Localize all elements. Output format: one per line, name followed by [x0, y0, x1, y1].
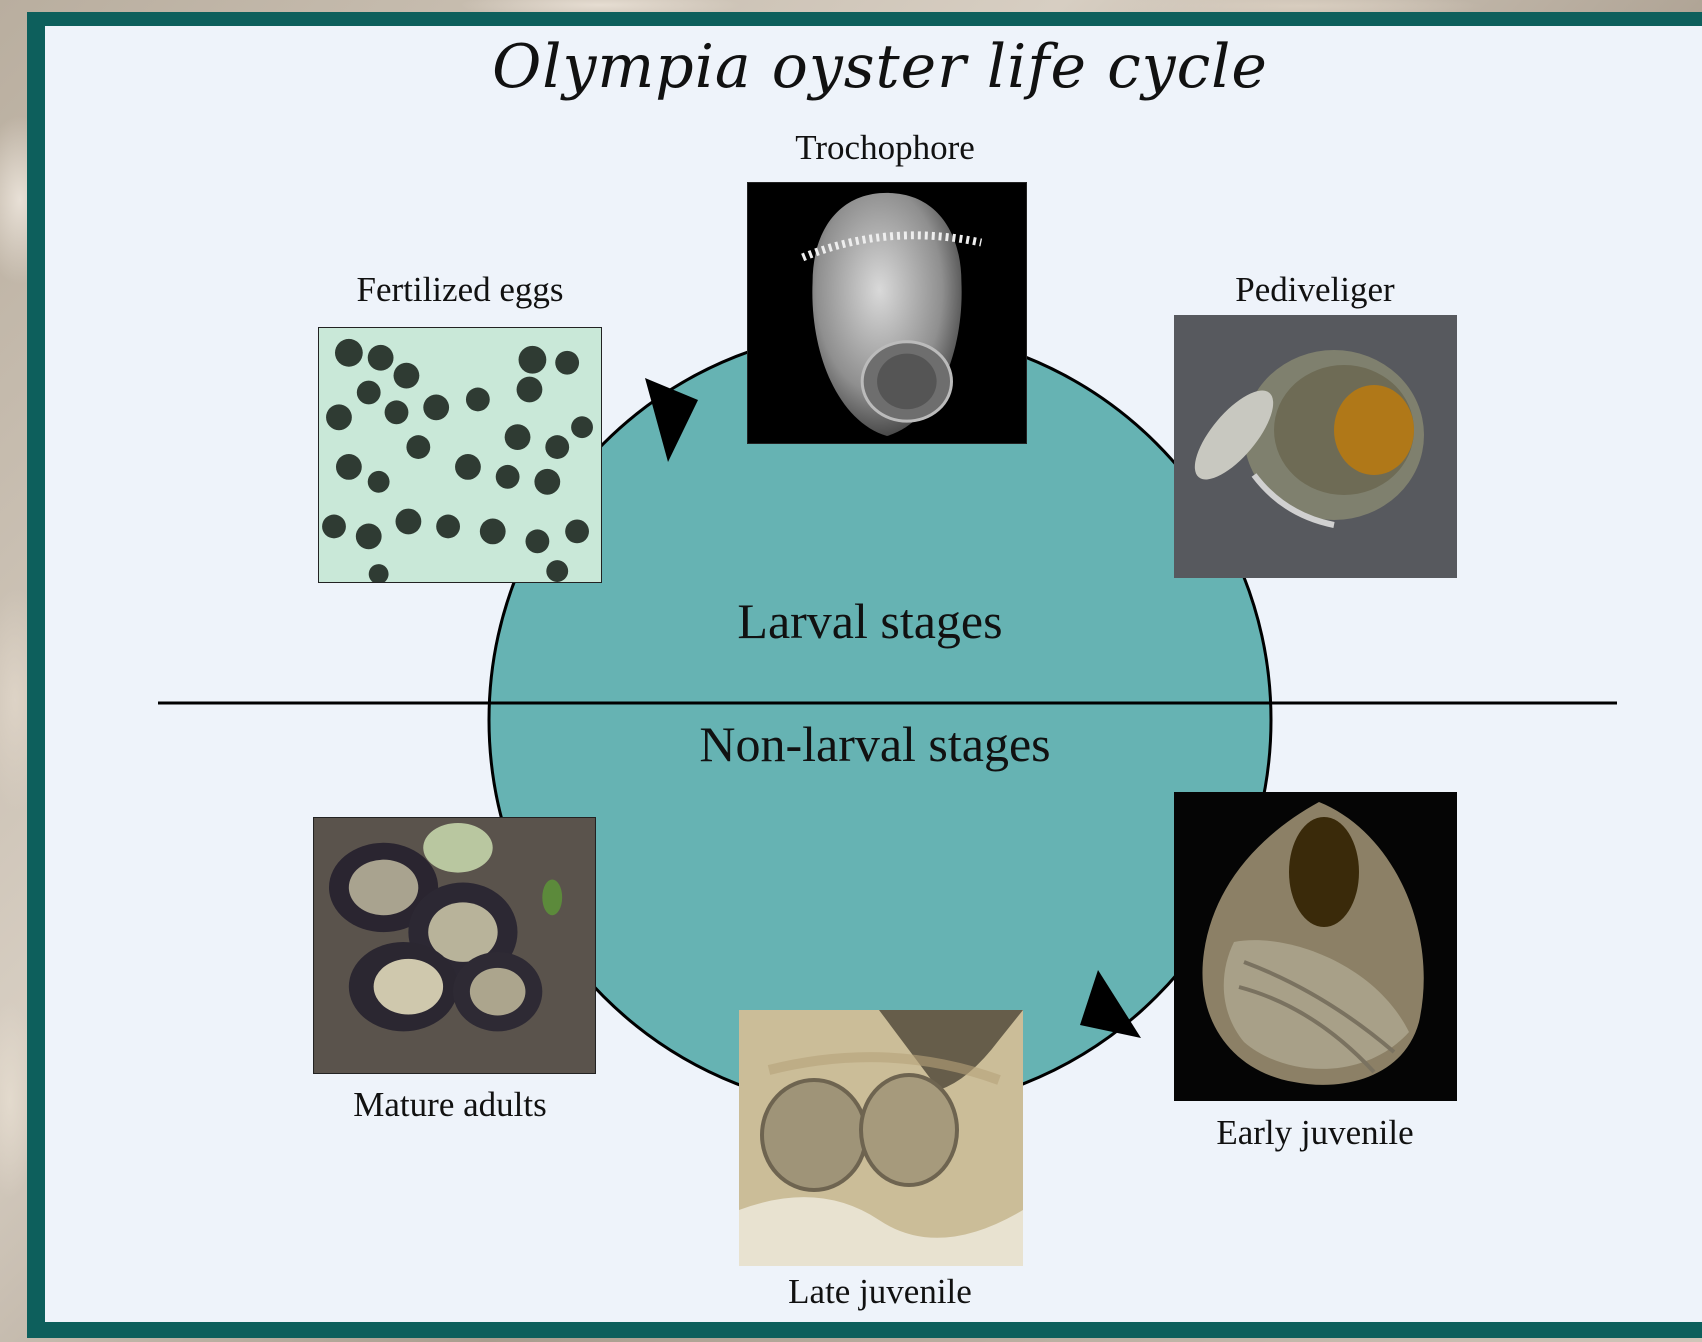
larval-stages-label: Larval stages	[650, 592, 1090, 650]
page-title: Olympia oyster life cycle	[0, 32, 1702, 102]
mature-adults-photo	[313, 817, 596, 1074]
early-juvenile-label: Early juvenile	[1185, 1113, 1445, 1153]
pediveliger-photo	[1174, 315, 1457, 578]
non-larval-stages-label: Non-larval stages	[600, 715, 1150, 773]
fertilized-eggs-label: Fertilized eggs	[330, 270, 590, 310]
late-juvenile-photo	[739, 1010, 1023, 1266]
fertilized-eggs-photo	[318, 327, 602, 583]
early-juvenile-photo	[1174, 792, 1457, 1101]
pediveliger-label: Pediveliger	[1185, 270, 1445, 310]
trochophore-photo	[747, 182, 1027, 444]
trochophore-label: Trochophore	[745, 128, 1025, 168]
mature-adults-label: Mature adults	[320, 1085, 580, 1125]
late-juvenile-label: Late juvenile	[750, 1272, 1010, 1312]
